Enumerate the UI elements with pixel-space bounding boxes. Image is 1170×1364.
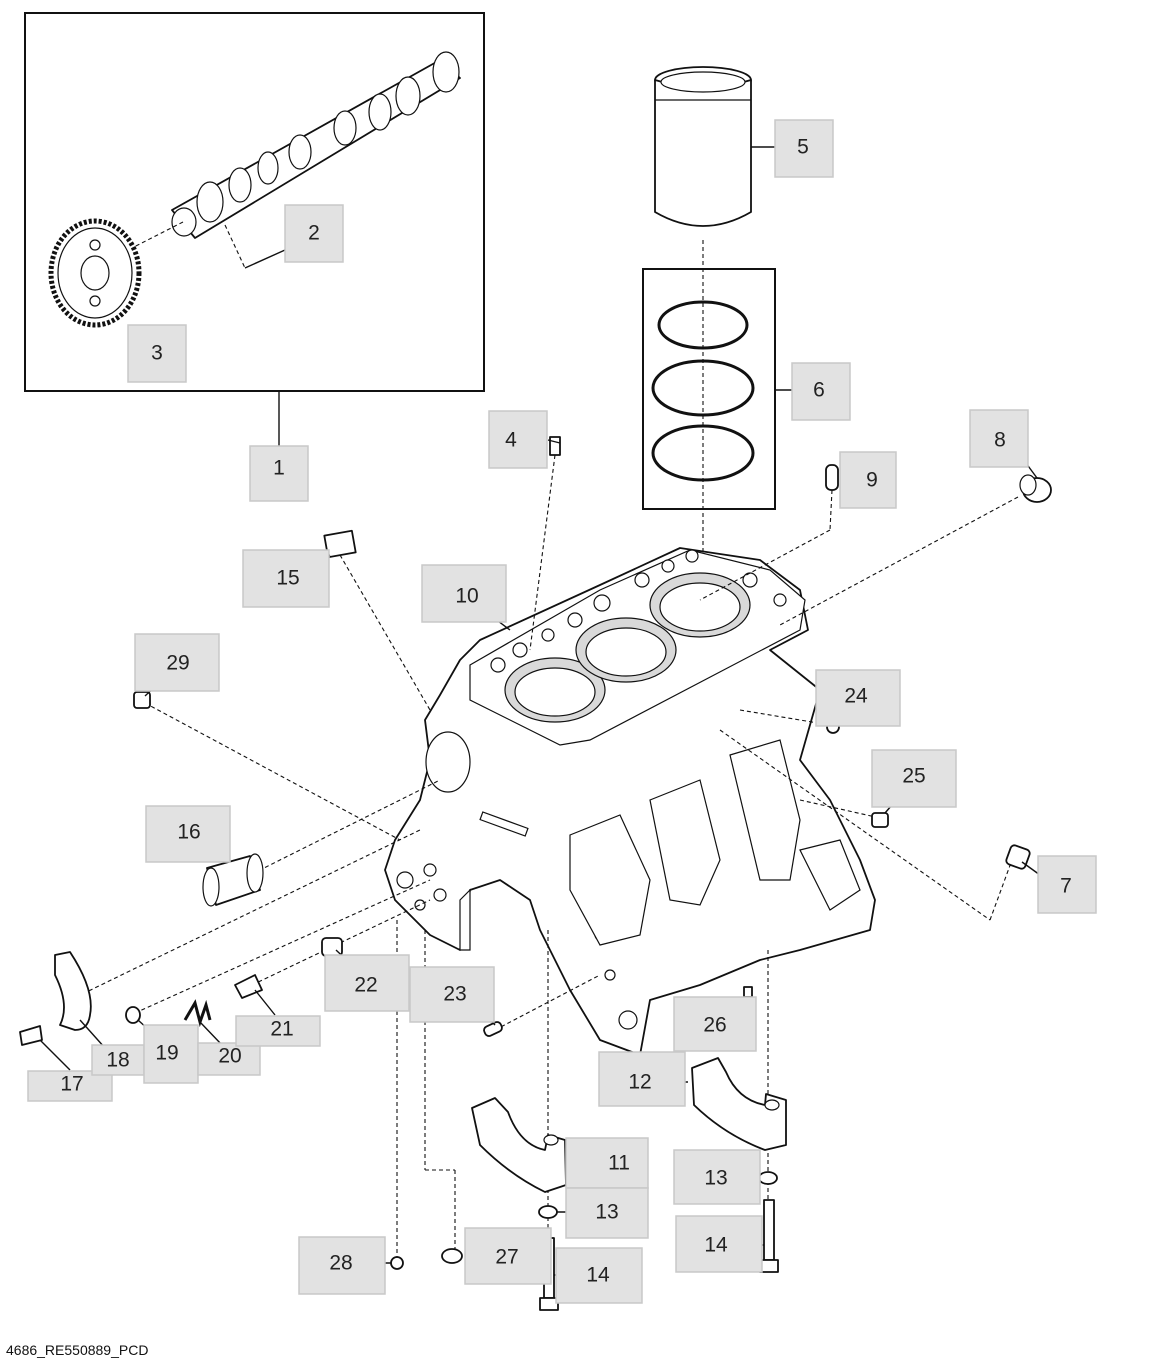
main-bearing-caps xyxy=(471,1057,787,1311)
svg-text:29: 29 xyxy=(166,652,189,675)
svg-text:1: 1 xyxy=(273,457,285,480)
svg-text:26: 26 xyxy=(703,1014,726,1037)
svg-text:13: 13 xyxy=(595,1201,618,1224)
svg-text:10: 10 xyxy=(455,585,478,608)
svg-text:14: 14 xyxy=(586,1264,610,1287)
callout-11: 11 xyxy=(565,1137,649,1189)
callout-16: 16 xyxy=(145,805,231,863)
camshaft-group-frame xyxy=(24,12,485,392)
svg-text:9: 9 xyxy=(866,469,878,492)
callout-2: 2 xyxy=(284,204,344,263)
svg-text:15: 15 xyxy=(276,567,299,590)
callout-14-right: 14 xyxy=(675,1215,763,1273)
callout-25: 25 xyxy=(871,749,957,808)
svg-text:17: 17 xyxy=(60,1073,83,1096)
callout-3: 3 xyxy=(127,324,187,383)
callout-23: 23 xyxy=(409,966,495,1023)
callout-5: 5 xyxy=(774,119,834,178)
callout-7: 7 xyxy=(1037,855,1097,914)
svg-text:6: 6 xyxy=(813,379,825,402)
callout-6: 6 xyxy=(791,362,851,421)
callout-13-left: 13 xyxy=(565,1187,649,1239)
svg-text:11: 11 xyxy=(608,1152,630,1175)
callout-21: 21 xyxy=(235,1015,321,1047)
callout-4: 4 xyxy=(488,410,548,469)
callout-28: 28 xyxy=(298,1236,386,1295)
svg-text:27: 27 xyxy=(495,1246,518,1269)
callout-10: 10 xyxy=(421,564,507,623)
small-parts xyxy=(19,436,1052,1270)
cylinder-block xyxy=(384,547,876,1056)
svg-text:19: 19 xyxy=(155,1042,178,1065)
rings-frame xyxy=(642,268,776,510)
camshaft-gear xyxy=(48,218,142,328)
callout-13-right: 13 xyxy=(673,1149,761,1205)
callout-14-left: 14 xyxy=(555,1247,643,1304)
camshaft xyxy=(171,51,461,239)
svg-text:20: 20 xyxy=(218,1045,241,1068)
svg-text:4: 4 xyxy=(505,429,517,452)
callout-22: 22 xyxy=(324,954,410,1012)
svg-text:7: 7 xyxy=(1060,875,1072,898)
callout-8: 8 xyxy=(969,409,1029,468)
svg-text:21: 21 xyxy=(270,1018,293,1041)
callout-24: 24 xyxy=(815,669,901,727)
svg-text:22: 22 xyxy=(354,974,377,997)
callout-29: 29 xyxy=(134,633,220,692)
svg-text:23: 23 xyxy=(443,983,466,1006)
svg-text:14: 14 xyxy=(704,1234,728,1257)
svg-text:3: 3 xyxy=(151,342,163,365)
callout-17: 17 xyxy=(27,1070,113,1102)
callout-20: 20 xyxy=(197,1042,261,1076)
callout-1: 1 xyxy=(249,445,309,502)
cylinder-liner xyxy=(654,66,752,227)
svg-text:8: 8 xyxy=(994,429,1006,452)
callout-12: 12 xyxy=(598,1051,686,1107)
callout-27: 27 xyxy=(464,1227,552,1285)
svg-text:25: 25 xyxy=(902,765,925,788)
svg-text:12: 12 xyxy=(628,1071,651,1094)
callout-9: 9 xyxy=(839,451,897,509)
document-id: 4686_RE550889_PCD xyxy=(6,1342,149,1358)
svg-text:18: 18 xyxy=(106,1049,129,1072)
svg-text:16: 16 xyxy=(177,821,200,844)
callout-26: 26 xyxy=(673,996,757,1052)
svg-text:2: 2 xyxy=(308,222,320,245)
svg-text:28: 28 xyxy=(329,1252,352,1275)
callout-15: 15 xyxy=(242,549,330,608)
svg-text:5: 5 xyxy=(797,136,809,159)
callout-19: 19 xyxy=(143,1024,199,1084)
callout-18: 18 xyxy=(91,1044,145,1076)
svg-text:13: 13 xyxy=(704,1167,727,1190)
svg-text:24: 24 xyxy=(844,685,868,708)
